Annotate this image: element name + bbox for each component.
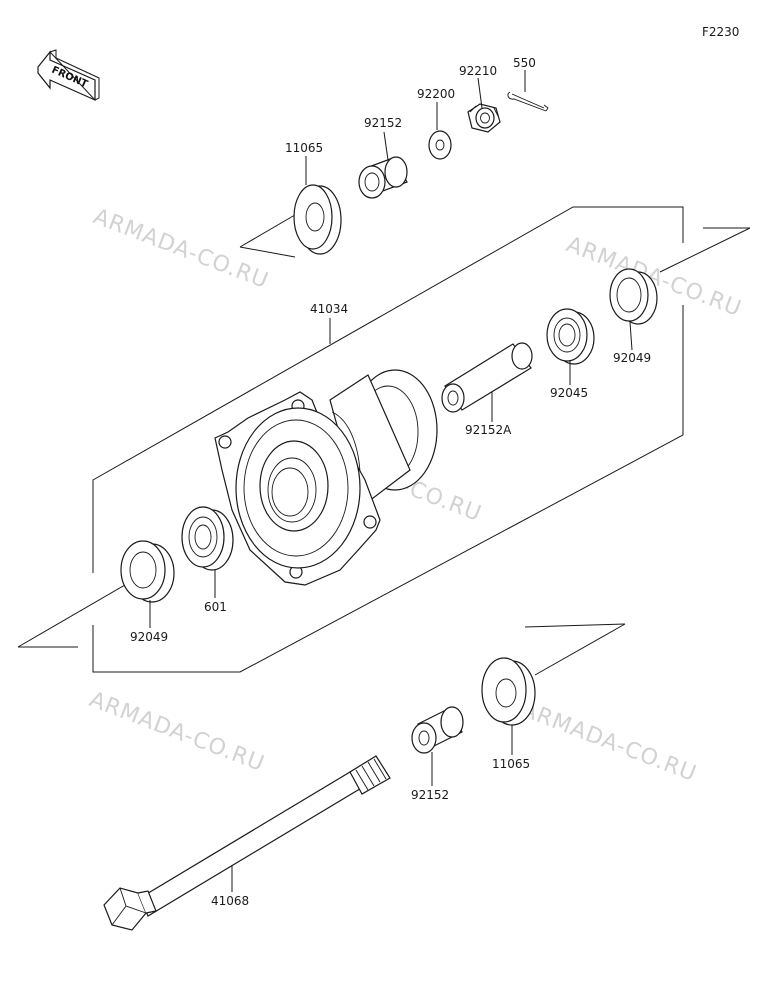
- label-92152-top: 92152: [364, 116, 402, 130]
- label-601: 601: [204, 600, 227, 614]
- bearing-left: [181, 506, 234, 571]
- cotter-pin: [507, 91, 549, 112]
- castle-nut: [467, 103, 501, 133]
- part-labels: 550 92210 92200 92152 11065 41034 92049 …: [130, 56, 651, 908]
- wheel-hub: [214, 369, 438, 586]
- oil-seal-right: [609, 268, 658, 325]
- leader-lines: [149, 70, 633, 892]
- watermark-1: ARMADA-CO.RU: [90, 204, 272, 294]
- collar-bottom: [411, 706, 464, 754]
- front-arrow-icon: FRONT: [37, 49, 100, 101]
- label-92152-bottom: 92152: [411, 788, 449, 802]
- label-92045: 92045: [550, 386, 588, 400]
- bearing-right: [546, 308, 595, 365]
- label-550: 550: [513, 56, 536, 70]
- watermark-4: ARMADA-CO.RU: [86, 687, 268, 777]
- label-11065-bottom: 11065: [492, 757, 530, 771]
- label-11065-top: 11065: [285, 141, 323, 155]
- label-92152A: 92152A: [465, 423, 512, 437]
- axle-bolt: [103, 755, 391, 931]
- seal-bottom: [481, 657, 536, 726]
- distance-collar: [441, 342, 533, 413]
- label-92210: 92210: [459, 64, 497, 78]
- hub-assembly-outline: [17, 206, 751, 676]
- figure-code: F2230: [702, 25, 739, 39]
- label-92049-left: 92049: [130, 630, 168, 644]
- label-92200: 92200: [417, 87, 455, 101]
- watermark-5: ARMADA-CO.RU: [518, 697, 700, 787]
- collar-top: [358, 156, 408, 199]
- oil-seal-left: [120, 540, 175, 603]
- label-41068: 41068: [211, 894, 249, 908]
- seal-top: [293, 184, 342, 255]
- label-92049-right: 92049: [613, 351, 651, 365]
- label-41034: 41034: [310, 302, 348, 316]
- washer-92200: [428, 130, 452, 160]
